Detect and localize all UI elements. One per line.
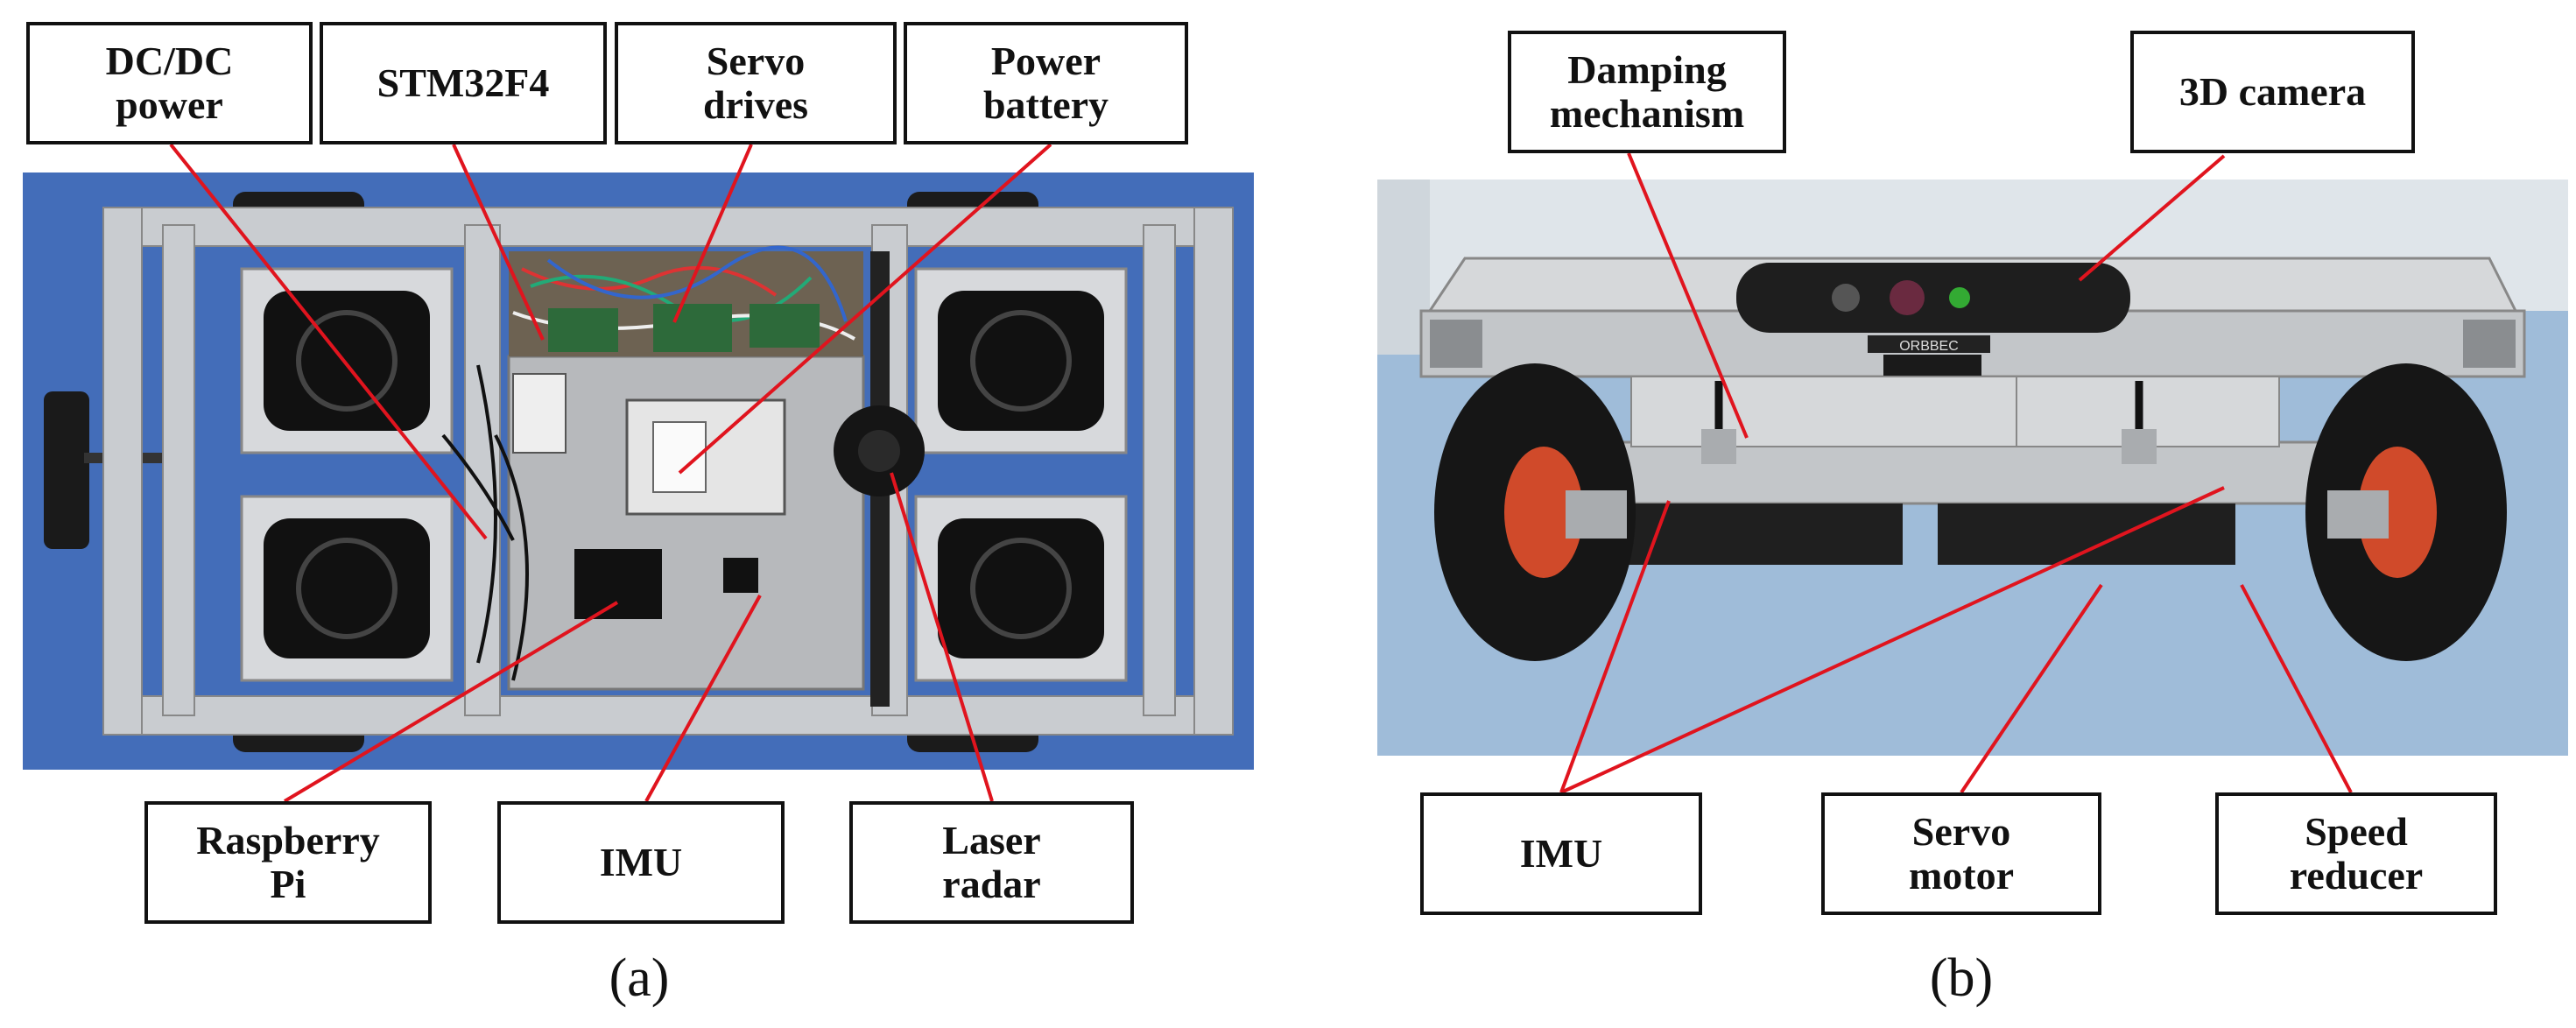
label-servo-motor: Servo motor xyxy=(1821,792,2101,915)
label-raspberry-pi: Raspberry Pi xyxy=(144,801,432,924)
label-servo-drives: Servo drives xyxy=(615,22,897,144)
label-damping-mechanism: Damping mechanism xyxy=(1508,31,1786,153)
label-3d-camera: 3D camera xyxy=(2130,31,2415,153)
label-laser-radar: Laser radar xyxy=(849,801,1134,924)
camera-brand-text: ORBBEC xyxy=(1899,339,1959,354)
label-dcdc-power: DC/DC power xyxy=(26,22,313,144)
panel-b-photo: ORBBEC xyxy=(1377,180,2568,756)
label-speed-reducer: Speed reducer xyxy=(2215,792,2497,915)
label-imu-b: IMU xyxy=(1420,792,1702,915)
panel-a-photo xyxy=(23,173,1254,770)
label-power-battery: Power battery xyxy=(904,22,1188,144)
caption-a: (a) xyxy=(609,948,670,1008)
label-imu-a: IMU xyxy=(497,801,785,924)
label-stm32f4: STM32F4 xyxy=(320,22,607,144)
caption-b: (b) xyxy=(1929,948,1994,1008)
